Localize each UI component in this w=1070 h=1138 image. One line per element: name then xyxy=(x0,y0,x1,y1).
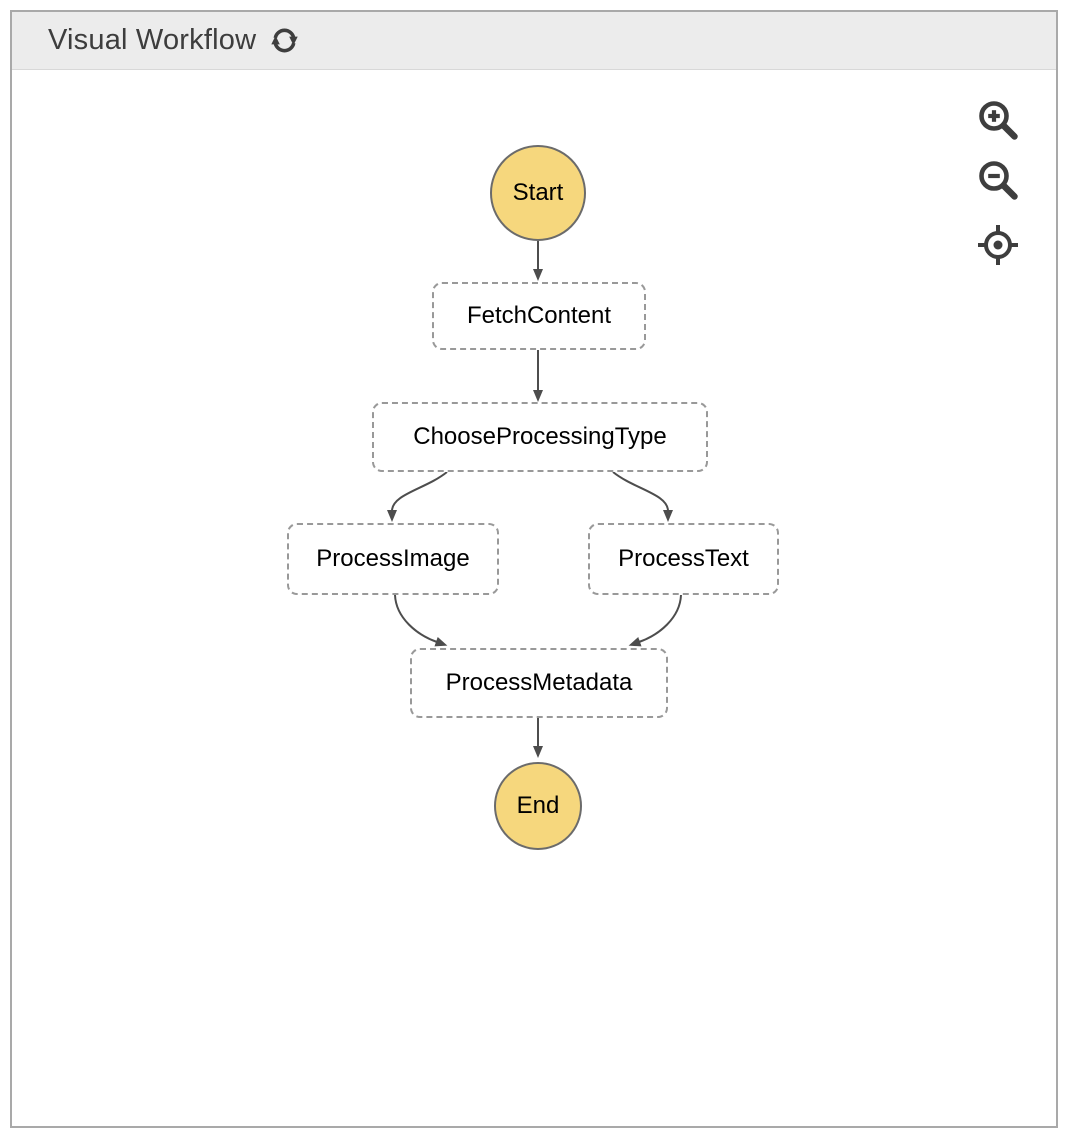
node-processimage[interactable]: ProcessImage xyxy=(287,523,499,595)
node-processimage-label: ProcessImage xyxy=(316,545,470,572)
node-processmetadata[interactable]: ProcessMetadata xyxy=(410,648,668,718)
node-end-label: End xyxy=(516,792,560,819)
node-end[interactable]: End xyxy=(494,762,582,850)
node-start[interactable]: Start xyxy=(490,145,586,241)
workflow-panel: Visual Workflow xyxy=(10,10,1058,1128)
node-start-label: Start xyxy=(512,179,564,206)
refresh-button[interactable] xyxy=(270,26,299,55)
node-chooseprocessingtype[interactable]: ChooseProcessingType xyxy=(372,402,708,472)
panel-header: Visual Workflow xyxy=(12,12,1056,70)
zoom-out-icon xyxy=(979,161,1018,200)
edge-chooseprocessingtype-processtext xyxy=(612,471,673,522)
node-chooseprocessingtype-label: ChooseProcessingType xyxy=(413,423,667,450)
zoom-in-icon xyxy=(979,101,1018,140)
crosshair-icon xyxy=(978,225,1018,265)
zoom-out-button[interactable] xyxy=(976,158,1020,202)
page-title: Visual Workflow xyxy=(48,24,257,56)
center-view-button[interactable] xyxy=(976,223,1020,267)
node-fetchcontent-label: FetchContent xyxy=(466,302,612,329)
edge-processimage-processmetadata xyxy=(394,594,448,647)
diagram-canvas[interactable]: Start FetchContent ChooseProcessingType … xyxy=(12,70,1056,1126)
node-processtext-label: ProcessText xyxy=(618,545,749,572)
edge-processtext-processmetadata xyxy=(628,594,682,647)
edges-layer xyxy=(387,241,682,758)
zoom-in-button[interactable] xyxy=(976,98,1020,142)
zoom-controls xyxy=(976,98,1020,267)
node-processmetadata-label: ProcessMetadata xyxy=(445,669,633,696)
refresh-icon xyxy=(271,28,298,53)
node-processtext[interactable]: ProcessText xyxy=(588,523,779,595)
edge-chooseprocessingtype-processimage xyxy=(387,471,448,522)
node-fetchcontent[interactable]: FetchContent xyxy=(432,282,646,350)
